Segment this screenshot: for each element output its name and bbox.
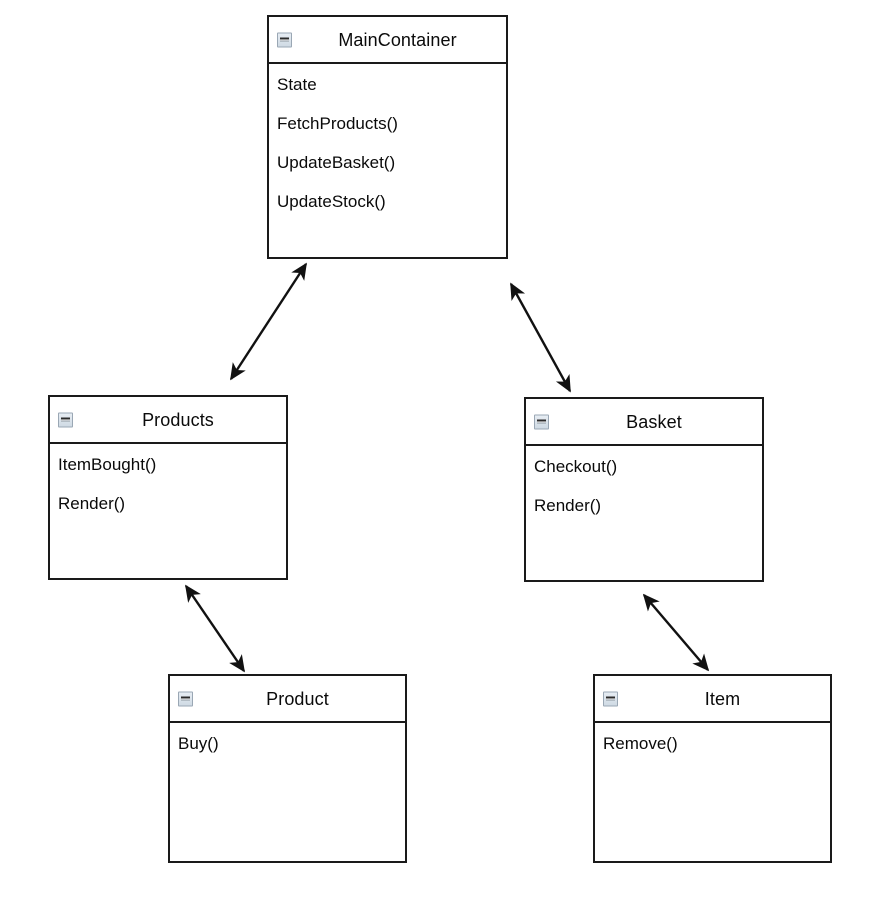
class-title-maincontainer: MainContainer [338,29,457,50]
class-member: Buy() [178,734,219,753]
class-title-product: Product [266,688,329,709]
class-header-item: Item [595,676,830,723]
class-header-basket: Basket [526,399,762,446]
class-member: Render() [58,494,126,513]
class-title-basket: Basket [626,411,682,432]
class-member: UpdateBasket() [277,153,396,172]
edge-maincontainer-basket[interactable] [509,282,572,393]
collapse-minus-icon[interactable] [534,414,549,429]
class-title-products: Products [142,409,214,430]
class-member: Remove() [603,734,678,753]
class-members-item: Remove() [595,723,830,861]
class-member: UpdateStock() [277,192,386,211]
class-members-basket: Checkout() Render() [526,446,762,580]
collapse-minus-icon[interactable] [277,32,292,47]
class-members-products: ItemBought() Render() [50,444,286,578]
class-member: Checkout() [534,457,618,476]
edge-maincontainer-products[interactable] [229,262,308,381]
class-members-product: Buy() [170,723,405,861]
class-header-product: Product [170,676,405,723]
class-member: ItemBought() [58,455,157,474]
edge-products-product[interactable] [185,584,245,673]
class-member: FetchProducts() [277,114,398,133]
collapse-minus-icon[interactable] [603,691,618,706]
edge-basket-item[interactable] [642,593,710,672]
class-title-item: Item [704,688,741,709]
class-member: State [277,75,317,94]
class-member: Render() [534,496,602,515]
class-header-maincontainer: MainContainer [269,17,506,64]
collapse-minus-icon[interactable] [58,412,73,427]
class-header-products: Products [50,397,286,444]
collapse-minus-icon[interactable] [178,691,193,706]
